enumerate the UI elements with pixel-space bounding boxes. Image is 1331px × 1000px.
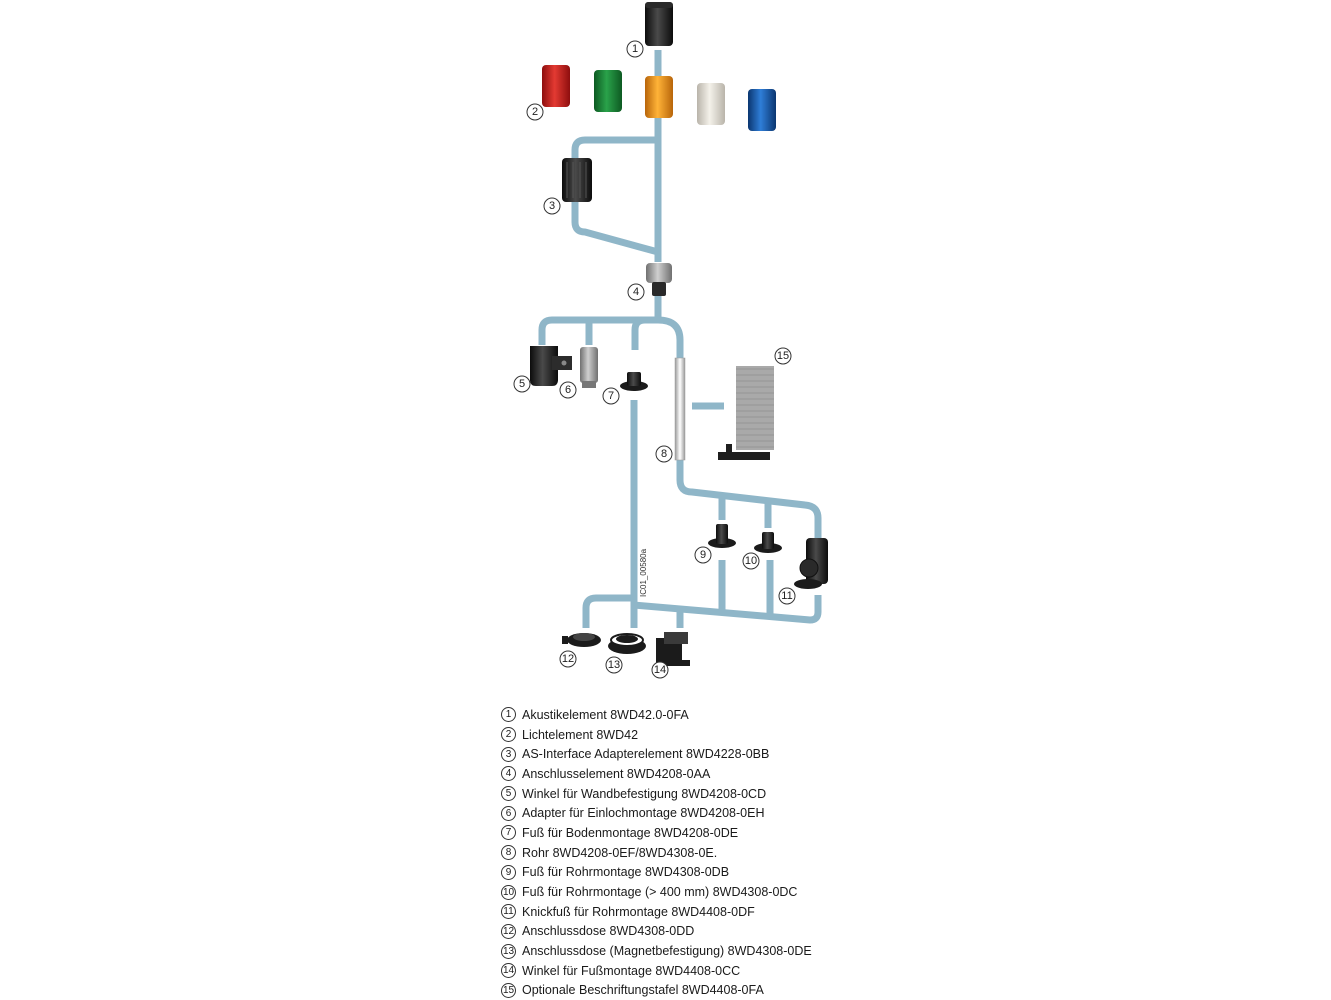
connection-box-magnetic-icon — [608, 633, 646, 654]
label-plate-icon — [718, 366, 774, 460]
callout-5: 5 — [513, 375, 531, 393]
as-interface-adapter-icon — [562, 158, 592, 202]
single-hole-adapter-icon — [580, 347, 598, 388]
callout-9: 9 — [694, 546, 712, 564]
legend-text: Rohr 8WD4208-0EF/8WD4308-0E. — [522, 845, 718, 860]
svg-text:1: 1 — [632, 43, 638, 55]
svg-text:9: 9 — [700, 549, 706, 561]
callout-6: 6 — [559, 381, 577, 399]
legend-number: 13 — [501, 943, 516, 959]
svg-text:10: 10 — [745, 555, 757, 567]
legend-text: Optionale Beschriftungstafel 8WD4408-0FA — [522, 983, 764, 998]
legend-item: 1 Akustikelement 8WD42.0-0FA — [501, 705, 921, 725]
legend-text: Adapter für Einlochmontage 8WD4208-0EH — [522, 806, 765, 821]
legend-item: 10 Fuß für Rohrmontage (> 400 mm) 8WD4308… — [501, 882, 921, 902]
light-element-clear-icon — [697, 83, 725, 125]
svg-text:12: 12 — [562, 653, 574, 665]
legend-number: 3 — [501, 746, 516, 762]
light-element-orange-icon — [645, 76, 673, 118]
connection-pipes — [538, 50, 822, 628]
light-element-green-icon — [594, 70, 622, 112]
tube-mount-base-long-icon — [754, 532, 782, 553]
legend-item: 13 Anschlussdose (Magnetbefestigung) 8WD4… — [501, 941, 921, 961]
callout-12: 12 — [559, 650, 577, 668]
svg-text:3: 3 — [549, 200, 555, 212]
legend-text: Winkel für Fußmontage 8WD4408-0CC — [522, 963, 741, 978]
legend-text: Fuß für Bodenmontage 8WD4208-0DE — [522, 825, 739, 840]
legend-number: 11 — [501, 904, 516, 920]
svg-text:7: 7 — [608, 390, 614, 402]
legend-item: 11 Knickfuß für Rohrmontage 8WD4408-0DF — [501, 902, 921, 922]
legend-number: 1 — [501, 707, 516, 723]
legend-item: 5 Winkel für Wandbefestigung 8WD4208-0CD — [501, 784, 921, 804]
foot-mount-bracket-icon — [656, 632, 690, 666]
legend-item: 15 Optionale Beschriftungstafel 8WD4408-0… — [501, 981, 921, 1000]
svg-text:6: 6 — [565, 384, 571, 396]
legend-item: 12 Anschlussdose 8WD4308-0DD — [501, 922, 921, 942]
legend-item: 14 Winkel für Fußmontage 8WD4408-0CC — [501, 961, 921, 981]
legend-number: 5 — [501, 786, 516, 802]
legend-number: 15 — [501, 982, 516, 998]
svg-text:8: 8 — [661, 448, 667, 460]
wall-bracket-icon — [530, 346, 572, 386]
legend-item: 2 Lichtelement 8WD42 — [501, 725, 921, 745]
callout-8: 8 — [655, 445, 673, 463]
tube-mount-base-icon — [708, 524, 736, 548]
legend-number: 2 — [501, 727, 516, 743]
callout-14: 14 — [651, 661, 669, 679]
light-element-red-icon — [542, 65, 570, 107]
svg-text:15: 15 — [777, 350, 789, 362]
legend-text: Anschlusselement 8WD4208-0AA — [522, 766, 711, 781]
svg-text:13: 13 — [608, 659, 620, 671]
legend-number: 12 — [501, 923, 516, 939]
callout-13: 13 — [605, 656, 623, 674]
svg-text:2: 2 — [532, 106, 538, 118]
tube-icon — [674, 357, 686, 461]
figure-code-label: IC01_00580a — [639, 548, 648, 597]
legend-text: Knickfuß für Rohrmontage 8WD4408-0DF — [522, 904, 755, 919]
legend-item: 8 Rohr 8WD4208-0EF/8WD4308-0E. — [501, 843, 921, 863]
legend-item: 9 Fuß für Rohrmontage 8WD4308-0DB — [501, 863, 921, 883]
legend-item: 3 AS-Interface Adapterelement 8WD4228-0BB — [501, 744, 921, 764]
callout-3: 3 — [543, 197, 561, 215]
legend-number: 10 — [501, 884, 516, 900]
light-element-blue-icon — [748, 89, 776, 131]
callout-10: 10 — [742, 552, 760, 570]
legend-item: 6 Adapter für Einlochmontage 8WD4208-0EH — [501, 803, 921, 823]
legend-text: Lichtelement 8WD42 — [522, 727, 639, 742]
legend-number: 6 — [501, 805, 516, 821]
svg-text:5: 5 — [519, 378, 525, 390]
svg-text:14: 14 — [654, 664, 666, 676]
legend-number: 8 — [501, 845, 516, 861]
legend: 1 Akustikelement 8WD42.0-0FA 2 Lichtelemen… — [501, 705, 921, 1000]
legend-text: Akustikelement 8WD42.0-0FA — [522, 707, 689, 722]
acoustic-element-icon — [645, 2, 673, 46]
callout-1: 1 — [626, 40, 644, 58]
legend-text: AS-Interface Adapterelement 8WD4228-0BB — [522, 747, 770, 762]
hinged-base-icon — [794, 538, 828, 589]
legend-text: Fuß für Rohrmontage (> 400 mm) 8WD4308-0… — [522, 885, 798, 900]
callout-7: 7 — [602, 387, 620, 405]
callout-4: 4 — [627, 283, 645, 301]
connection-element-icon — [646, 263, 672, 296]
svg-text:4: 4 — [633, 286, 639, 298]
floor-base-icon — [620, 372, 648, 391]
callout-15: 15 — [774, 347, 792, 365]
legend-number: 4 — [501, 766, 516, 782]
svg-text:11: 11 — [781, 590, 792, 602]
legend-number: 7 — [501, 825, 516, 841]
legend-number: 9 — [501, 864, 516, 880]
legend-text: Winkel für Wandbefestigung 8WD4208-0CD — [522, 786, 767, 801]
legend-item: 7 Fuß für Bodenmontage 8WD4208-0DE — [501, 823, 921, 843]
legend-text: Fuß für Rohrmontage 8WD4308-0DB — [522, 865, 730, 880]
legend-text: Anschlussdose 8WD4308-0DD — [522, 924, 695, 939]
legend-number: 14 — [501, 963, 516, 979]
legend-text: Anschlussdose (Magnetbefestigung) 8WD430… — [522, 944, 812, 959]
legend-item: 4 Anschlusselement 8WD4208-0AA — [501, 764, 921, 784]
callout-11: 11 — [778, 587, 796, 605]
connection-box-icon — [562, 633, 601, 647]
callout-2: 2 — [526, 103, 544, 121]
